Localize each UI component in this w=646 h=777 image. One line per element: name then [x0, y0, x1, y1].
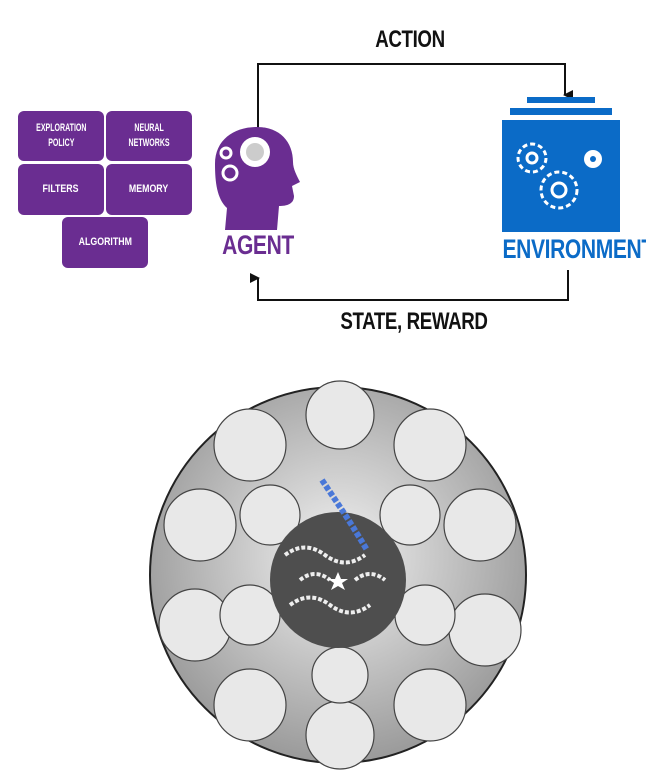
state-reward-label: STATE, REWARD: [340, 308, 488, 335]
environment-top-bar: [527, 97, 595, 103]
component-memory: MEMORY: [106, 164, 192, 215]
environment-box: [502, 120, 620, 232]
action-label: ACTION: [375, 26, 445, 53]
environment-label: ENVIRONMENT: [502, 234, 646, 264]
component-algorithm: ALGORITHM: [62, 217, 148, 268]
gear-icon: [219, 146, 239, 182]
state-reward-arrow: [250, 270, 569, 301]
gear-icon: [240, 137, 270, 167]
agent-head-icon: [215, 127, 300, 230]
agent-label: AGENT: [222, 230, 294, 260]
gears-icon: [516, 142, 602, 210]
environment-mid-bar: [510, 108, 612, 115]
action-arrow: [257, 63, 573, 140]
protein-cage-image: [149, 380, 527, 770]
component-filters: FILTERS: [18, 164, 104, 215]
